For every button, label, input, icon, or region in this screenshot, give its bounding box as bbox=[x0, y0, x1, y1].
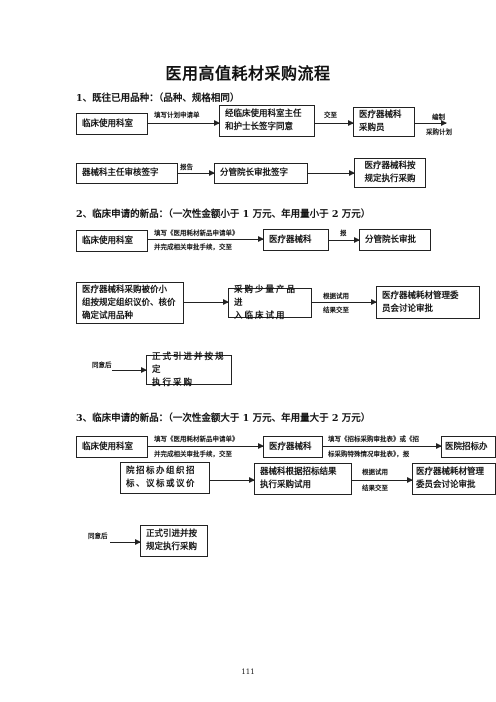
flow1-vp-text: 分管院长审批签字 bbox=[220, 168, 289, 178]
flow2-device-box: 医疗器械科 bbox=[263, 229, 329, 251]
flow2-formal-line2: 执行采购 bbox=[152, 377, 195, 388]
flow2-formal-line1: 正式引进并按规定 bbox=[152, 351, 226, 375]
flow3-result-label-2: 结果交至 bbox=[362, 484, 388, 492]
flow1-arrow-2 bbox=[315, 120, 354, 126]
flow2-agree-label: 同意后 bbox=[92, 361, 112, 369]
flow2-clinical-text: 临床使用科室 bbox=[82, 235, 134, 246]
flow1-exec-line2: 规定执行采购 bbox=[364, 174, 416, 184]
flow3-clinical-box: 临床使用科室 bbox=[76, 436, 148, 458]
flow1-clinical-text: 临床使用科室 bbox=[82, 118, 134, 129]
flow1-submit-label: 交至 bbox=[324, 111, 337, 119]
flow3-formal-line1: 正式引进并按 bbox=[146, 529, 198, 539]
page-number: 111 bbox=[241, 668, 255, 676]
flow1-buyer-line2: 采购员 bbox=[359, 123, 385, 133]
flow1-director-line1: 经临床使用科室主任 bbox=[225, 109, 302, 119]
flow2-fill-label-2: 并完成相关审批手续，交至 bbox=[154, 243, 232, 251]
flow2-committee-box: 医疗器械耗材管理委员会讨论审批 bbox=[376, 286, 480, 319]
flow2-buyer-line1: 医疗器械科采购被价小 bbox=[82, 284, 168, 295]
flow3-committee-box: 医疗器械耗材管理委员会讨论审批 bbox=[412, 463, 496, 495]
flow2-buyer-line2: 组按规定组织议价、核价 bbox=[82, 297, 176, 308]
flow3-arrow-1 bbox=[148, 443, 264, 449]
flow3-fill-label-2: 并完成相关审批手续，交至 bbox=[154, 450, 232, 458]
flow3-result-line2: 执行采购试用 bbox=[260, 480, 312, 490]
flow1-director-box: 经临床使用科室主任和护士长签字同意 bbox=[219, 105, 315, 137]
flow2-arrow-4 bbox=[312, 299, 377, 305]
flow1-chief-text: 器械科主任审核签字 bbox=[82, 168, 159, 178]
flow3-clinical-text: 临床使用科室 bbox=[82, 441, 134, 452]
flow2-arrow-3 bbox=[184, 299, 229, 305]
flow1-exec-box: 医疗器械科按规定执行采购 bbox=[354, 158, 426, 188]
flow3-tender-label-2: 标采购特殊情况审批表》，报 bbox=[328, 450, 410, 458]
flow1-arrow-1 bbox=[148, 120, 220, 126]
flow3-result-box: 器械科根据招标结果执行采购试用 bbox=[254, 463, 352, 495]
flow3-tender-label-1: 填写《招标采购审批表》或《招 bbox=[328, 435, 419, 443]
flow3-tender-office-box: 医院招标办 bbox=[441, 436, 496, 458]
flow1-report-label: 报告 bbox=[180, 163, 193, 171]
flow1-vp-box: 分管院长审批签字 bbox=[214, 163, 308, 184]
flow2-result-label-2: 结果交至 bbox=[323, 306, 349, 314]
flow2-trial-box: 采购少量产品进入临床试用 bbox=[228, 285, 312, 321]
flow2-buyer-line3: 确定试用品种 bbox=[82, 310, 134, 321]
flow1-buyer-line1: 医疗器械科 bbox=[359, 110, 402, 120]
flow2-committee-line2: 员会讨论审批 bbox=[382, 303, 434, 314]
flow3-result-line1: 器械科根据招标结果 bbox=[260, 467, 337, 477]
flow2-committee-line1: 医疗器械耗材管理委 bbox=[382, 290, 459, 301]
flow3-formal-box: 正式引进并按规定执行采购 bbox=[140, 525, 208, 557]
page-title: 医用高值耗材采购流程 bbox=[165, 64, 331, 83]
flow3-committee-line1: 医疗器械耗材管理 bbox=[416, 467, 485, 477]
flow2-fill-label-1: 填写《医用耗材新品申请单》 bbox=[154, 229, 239, 237]
flow2-vp-text: 分管院长审批 bbox=[365, 234, 417, 245]
flow1-arrow-3 bbox=[415, 120, 447, 126]
section-1-heading: 1、既往已用品种：（品种、规格相同） bbox=[76, 93, 240, 104]
flow1-clinical-box: 临床使用科室 bbox=[76, 113, 148, 135]
flow2-buyer-box: 医疗器械科采购被价小组按规定组织议价、核价确定试用品种 bbox=[76, 282, 184, 324]
flow3-device-box: 医疗器械科 bbox=[263, 436, 323, 458]
section-2-heading: 2、临床申请的新品：（一次性金额小于 1 万元、年用量小于 2 万元） bbox=[76, 209, 371, 220]
flow3-hospital-box: 院招标办组织招标、议标或议价 bbox=[120, 462, 210, 494]
flow2-result-label-1: 根据试用 bbox=[323, 292, 349, 300]
flow2-vp-box: 分管院长审批 bbox=[359, 229, 431, 251]
flow1-plan-label-2: 采购计划 bbox=[426, 128, 452, 136]
flow3-arrow-3 bbox=[210, 477, 255, 483]
flow3-committee-line2: 委员会讨论审批 bbox=[416, 480, 476, 490]
flow2-arrow-2 bbox=[329, 237, 360, 243]
flow2-arrow-5 bbox=[112, 367, 147, 373]
flow1-fill-label: 填写计划申请单 bbox=[154, 111, 200, 119]
flow1-director-line2: 和护士长签字同意 bbox=[225, 122, 294, 132]
flow2-trial-line1: 采购少量产品进 bbox=[234, 284, 298, 308]
flow2-arrow-1 bbox=[148, 236, 264, 242]
flow3-agree-label: 同意后 bbox=[88, 532, 108, 540]
flow3-formal-line2: 规定执行采购 bbox=[146, 542, 198, 552]
flow3-arrow-2 bbox=[323, 443, 442, 449]
flow1-buyer-box: 医疗器械科采购员 bbox=[353, 107, 415, 137]
flow3-hospital-line1: 院招标办组织招 bbox=[126, 466, 197, 476]
flow1-arrow-4 bbox=[178, 170, 215, 176]
flow3-device-text: 医疗器械科 bbox=[269, 441, 312, 452]
flow3-arrow-4 bbox=[352, 477, 413, 483]
flow3-result-label-1: 根据试用 bbox=[362, 468, 388, 476]
flow3-arrow-5 bbox=[110, 539, 141, 545]
section-3-heading: 3、临床申请的新品：（一次性金额大于 1 万元、年用量大于 2 万元） bbox=[76, 413, 371, 424]
flow2-clinical-box: 临床使用科室 bbox=[76, 230, 148, 252]
flow2-trial-line2: 入临床试用 bbox=[234, 310, 287, 321]
flow1-arrow-5 bbox=[308, 170, 355, 176]
flow2-report-label: 报 bbox=[340, 229, 347, 237]
flow3-tender-office-text: 医院招标办 bbox=[445, 441, 488, 452]
flow1-exec-line1: 医疗器械科按 bbox=[364, 161, 416, 171]
flow2-device-text: 医疗器械科 bbox=[269, 234, 312, 245]
flow3-fill-label-1: 填写《医用耗材新品申请单》 bbox=[154, 435, 239, 443]
flow1-plan-label-1: 编制 bbox=[432, 113, 445, 121]
flow2-formal-box: 正式引进并按规定执行采购 bbox=[146, 352, 232, 388]
flow1-chief-box: 器械科主任审核签字 bbox=[76, 163, 178, 184]
flow3-hospital-line2: 标、议标或议价 bbox=[126, 479, 197, 489]
